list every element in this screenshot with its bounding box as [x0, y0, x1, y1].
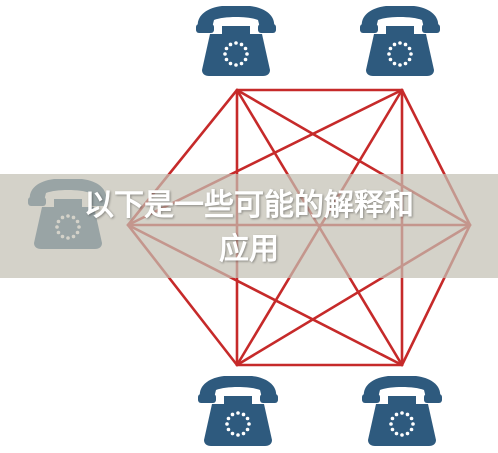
caption-line-2: 应用	[219, 232, 279, 267]
telephone-icon	[196, 6, 276, 76]
caption-line-1: 以下是一些可能的解释和	[84, 188, 414, 223]
caption-banner	[0, 174, 498, 278]
telephone-icon	[198, 376, 278, 446]
telephone-icon	[360, 6, 440, 76]
telephone-icon	[362, 376, 442, 446]
caption-text: 以下是一些可能的解释和 应用	[0, 184, 498, 272]
